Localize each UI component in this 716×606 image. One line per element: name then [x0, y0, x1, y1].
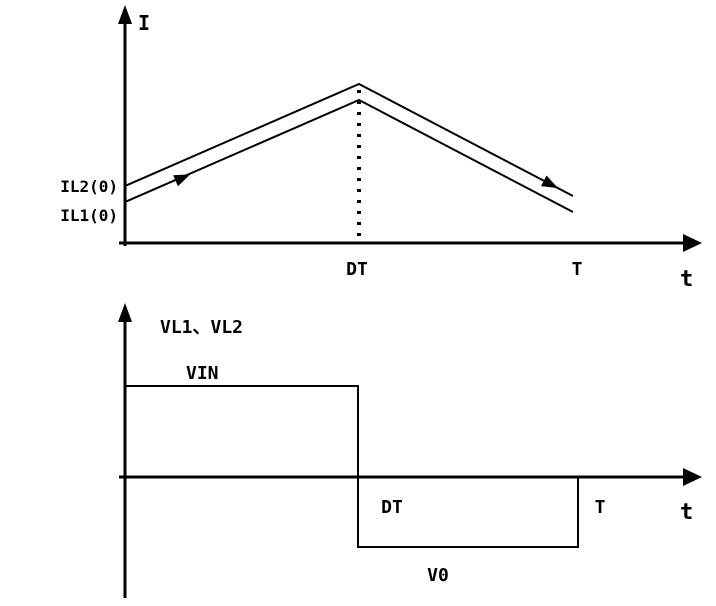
v0-level-label: V0 [427, 565, 449, 586]
top-x-axis-label: t [680, 267, 693, 292]
bottom-y-axis-label: VL1、VL2 [160, 317, 243, 338]
bottom-x-axis-arrow-icon [683, 468, 702, 486]
il2-current-waveform [124, 82, 574, 197]
top-y-axis-arrow-icon [118, 5, 132, 24]
falling-direction-arrow-icon [541, 175, 558, 189]
bottom-dt-tick-label: DT [381, 497, 403, 518]
top-dt-tick-label: DT [346, 259, 368, 280]
vin-level-label: VIN [186, 363, 219, 384]
il2-initial-label: IL2(0) [60, 177, 118, 196]
bottom-x-axis-label: t [680, 500, 693, 525]
il1-initial-label: IL1(0) [60, 206, 118, 225]
rising-direction-arrow-icon [173, 174, 191, 187]
top-y-axis-label: I [138, 11, 150, 35]
top-t-tick-label: T [572, 259, 583, 280]
voltage-square-waveform [125, 385, 579, 548]
inductor-voltage-plot: VL1、VL2 t VIN V0 DT T [118, 303, 702, 598]
top-x-axis-arrow-icon [683, 234, 702, 252]
bottom-t-tick-label: T [595, 497, 606, 518]
il1-current-waveform [124, 98, 574, 213]
inductor-current-plot: I t IL2(0) IL1(0) DT T [60, 5, 702, 292]
bottom-y-axis-arrow-icon [118, 303, 132, 322]
